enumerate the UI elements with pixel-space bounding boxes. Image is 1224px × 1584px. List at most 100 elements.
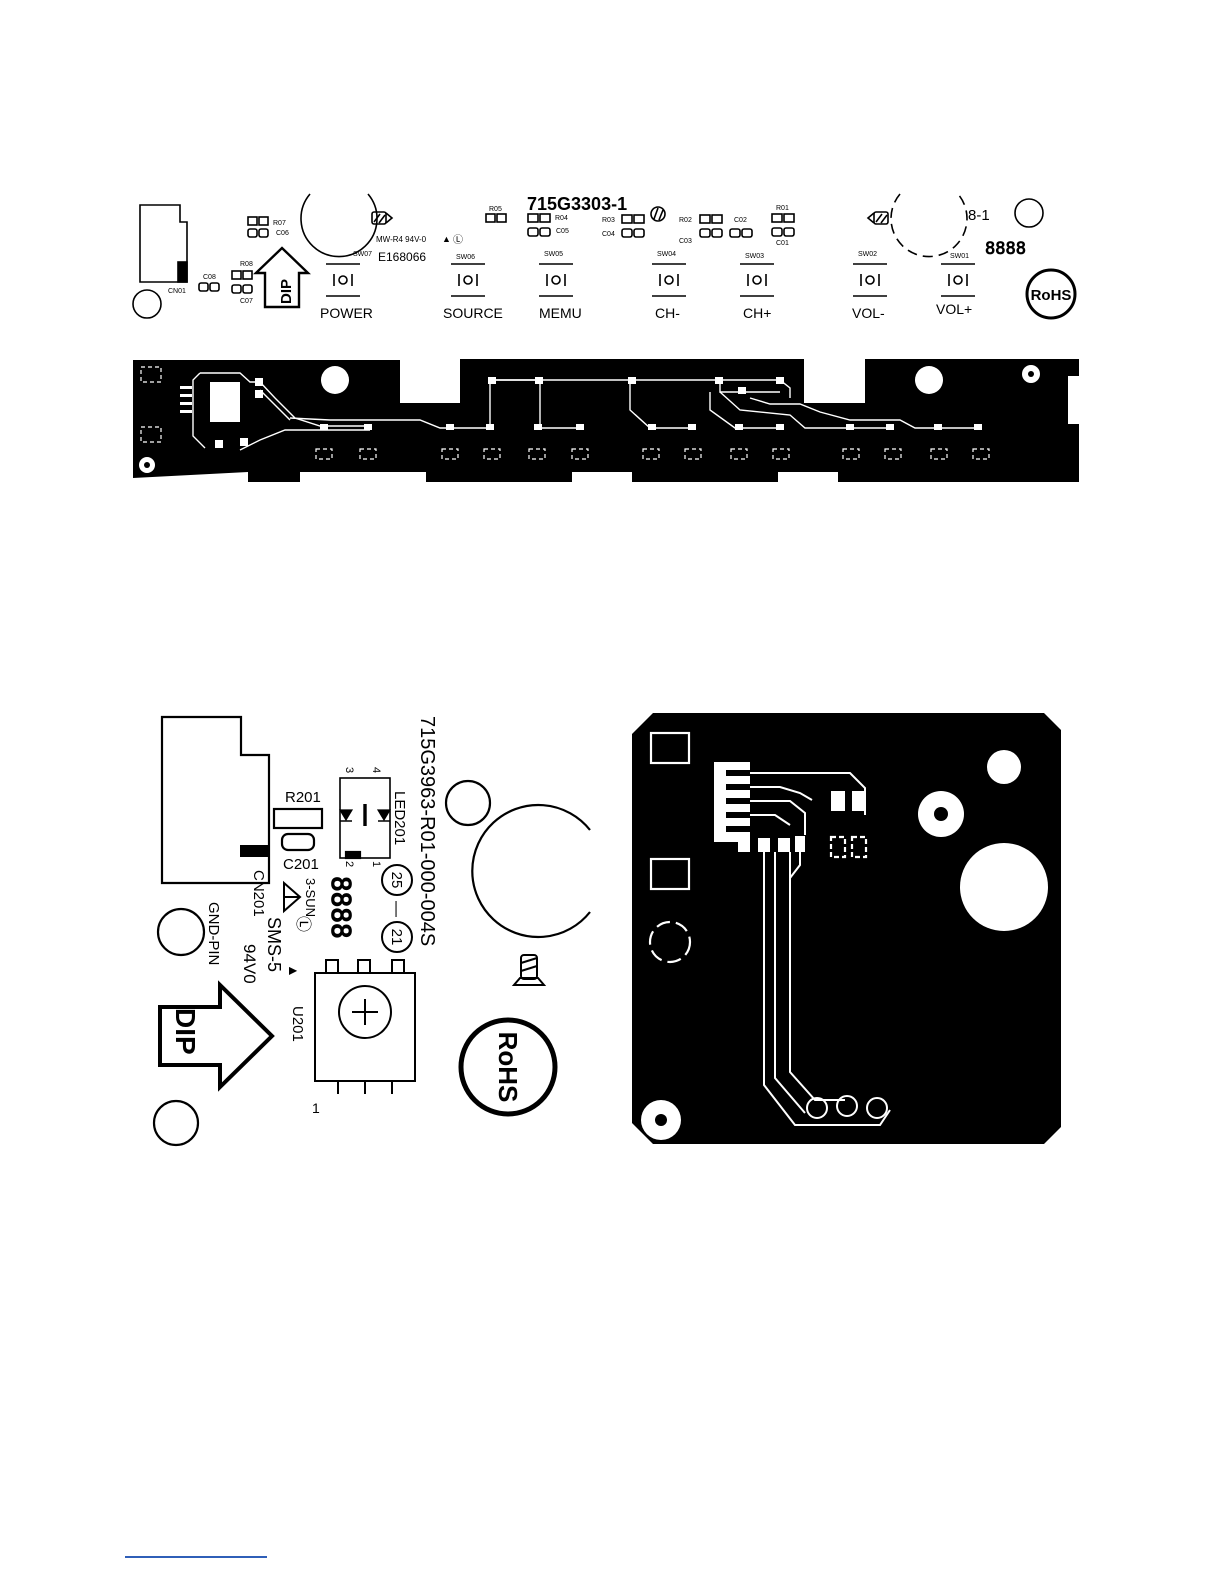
rohs-logo: RoHS bbox=[1027, 270, 1075, 318]
tact-switch-sw02 bbox=[853, 264, 887, 296]
led201-label: LED201 bbox=[391, 791, 408, 845]
tact-switch-sw06 bbox=[451, 264, 485, 296]
tact-switch-sw07 bbox=[326, 264, 360, 296]
led-pin-4: 4 bbox=[370, 767, 382, 773]
gnd-pin-label: GND-PIN bbox=[205, 902, 222, 965]
switch-ref-sw06: SW06 bbox=[456, 254, 475, 261]
keyboard-copper bbox=[133, 359, 1079, 482]
switch-ref-sw04: SW04 bbox=[657, 251, 676, 258]
tact-switch-sw03 bbox=[740, 264, 774, 296]
led-labels: 715G3963-R01-000-004S LED201 3 4 2 1 R20… bbox=[170, 716, 523, 1116]
tact-switch-sw01 bbox=[941, 264, 975, 296]
led-dip-label: DIP bbox=[170, 1008, 201, 1055]
switch-ref-sw05: SW05 bbox=[544, 251, 563, 258]
manufacturer-logo bbox=[284, 883, 300, 911]
lens-outline-left bbox=[301, 194, 377, 257]
led-pin-2: 2 bbox=[343, 861, 355, 867]
label-c08: C08 bbox=[203, 274, 216, 281]
connector-pin1-mark bbox=[178, 262, 187, 282]
label-r07: R07 bbox=[273, 220, 286, 227]
mounting-hole bbox=[154, 1101, 198, 1145]
via-hole bbox=[321, 366, 349, 394]
led-part-number: 715G3963-R01-000-004S bbox=[416, 716, 438, 946]
keyboard-part-number: 715G3303-1 bbox=[527, 194, 627, 214]
mounting-hole bbox=[446, 781, 490, 825]
label-c05: C05 bbox=[556, 228, 569, 235]
switch-ref-sw03: SW03 bbox=[745, 253, 764, 260]
label-c02: C02 bbox=[734, 217, 747, 224]
label-r08: R08 bbox=[240, 261, 253, 268]
mounting-hole-left bbox=[133, 290, 161, 318]
tact-switch-sw04 bbox=[652, 264, 686, 296]
keyboard-revision: 8-1 bbox=[968, 207, 990, 224]
label-c06: C06 bbox=[276, 230, 289, 237]
switch-ref-sw07: SW07 bbox=[353, 251, 372, 258]
screw-icon bbox=[372, 212, 392, 224]
switch-label-source: SOURCE bbox=[443, 305, 503, 321]
led201-footprint bbox=[340, 778, 390, 858]
keyboard-labels: 715G3303-1 8-1 8888 MW-R4 94V-0 ▲ Ⓛ E168… bbox=[168, 194, 1075, 321]
screw-icon bbox=[651, 207, 665, 221]
led-pin-1: 1 bbox=[370, 861, 382, 867]
led-date-code: 8888 bbox=[325, 876, 355, 939]
cn201-pin1-mark bbox=[240, 845, 269, 857]
screw-icon bbox=[514, 955, 544, 985]
switch-ref-sw02: SW02 bbox=[858, 251, 877, 258]
u201-label: U201 bbox=[289, 1006, 306, 1042]
manufacturer-label: 3-SUN bbox=[303, 878, 318, 917]
keyboard-switches bbox=[326, 264, 975, 296]
switch-label-power: POWER bbox=[320, 305, 373, 321]
label-c01: C01 bbox=[776, 240, 789, 247]
u201-pin1-label: 1 bbox=[312, 1100, 320, 1116]
label-r02: R02 bbox=[679, 217, 692, 224]
switch-label-ch-plus: CH+ bbox=[743, 305, 771, 321]
keyboard-date-code: 8888 bbox=[985, 239, 1026, 259]
c201-label: C201 bbox=[283, 856, 319, 873]
date-circle-25-text: 25 bbox=[388, 872, 405, 889]
r201-label: R201 bbox=[285, 789, 321, 806]
led-rohs-text: RoHS bbox=[493, 1032, 523, 1103]
u201-ir-receiver bbox=[315, 960, 415, 1094]
ul-recognized-icon: Ⓛ bbox=[453, 234, 463, 246]
via-hole bbox=[960, 843, 1048, 931]
ul-triangle-icon: ▲ bbox=[286, 964, 302, 978]
tact-switch-sw05 bbox=[539, 264, 573, 296]
gnd-pin-hole bbox=[158, 909, 204, 955]
switch-ref-sw01: SW01 bbox=[950, 253, 969, 260]
label-r04: R04 bbox=[555, 215, 568, 222]
connector-label: CN01 bbox=[168, 288, 186, 295]
switch-label-ch-minus: CH- bbox=[655, 305, 680, 321]
r201-footprint bbox=[274, 809, 322, 828]
label-r05: R05 bbox=[489, 206, 502, 213]
mounting-hole-right bbox=[1015, 199, 1043, 227]
switch-label-memu: MEMU bbox=[539, 305, 582, 321]
ul-recognized-icon: Ⓛ bbox=[294, 916, 312, 932]
via-hole bbox=[915, 366, 943, 394]
ul-file-number: E168066 bbox=[378, 250, 426, 264]
label-r03: R03 bbox=[602, 217, 615, 224]
screw-icon bbox=[868, 212, 888, 224]
c201-footprint bbox=[282, 834, 314, 850]
label-r01: R01 bbox=[776, 205, 789, 212]
lens-outline bbox=[472, 805, 590, 937]
switch-label-vol-plus: VOL+ bbox=[936, 301, 972, 317]
lens-outline-right bbox=[891, 194, 967, 257]
label-c04: C04 bbox=[602, 231, 615, 238]
led-copper bbox=[632, 713, 1061, 1144]
rohs-text: RoHS bbox=[1031, 287, 1072, 304]
date-circle-21-text: 21 bbox=[388, 929, 405, 946]
cn201-label: CN201 bbox=[250, 870, 267, 917]
footnote-rule bbox=[125, 1556, 267, 1558]
led-pin-3: 3 bbox=[343, 767, 355, 773]
label-c07: C07 bbox=[240, 298, 253, 305]
switch-label-vol-minus: VOL- bbox=[852, 305, 885, 321]
ul-marking: MW-R4 94V-0 bbox=[376, 235, 427, 244]
date-dash: — bbox=[388, 901, 405, 917]
flammability-label: 94V0 bbox=[240, 944, 259, 984]
cn201-connector-outline bbox=[162, 717, 269, 883]
via-hole bbox=[987, 750, 1021, 784]
dip-label: DIP bbox=[278, 279, 295, 304]
material-label: SMS-5 bbox=[264, 917, 284, 972]
